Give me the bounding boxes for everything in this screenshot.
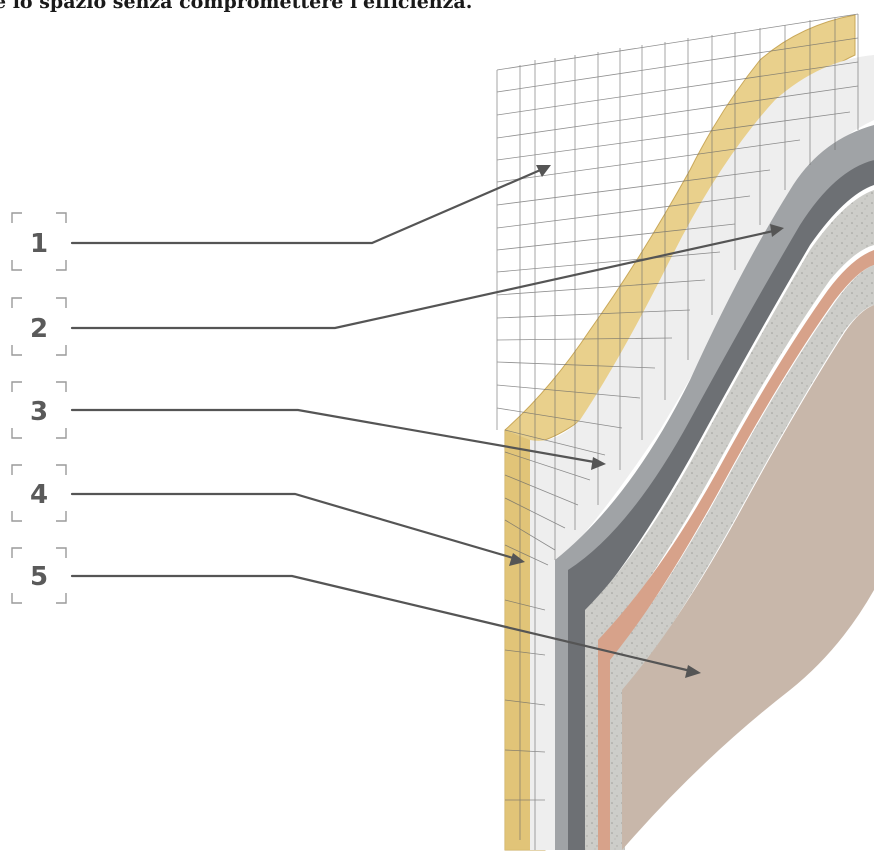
label-4: 4 (30, 480, 48, 510)
label-bracket-1 (11, 212, 67, 271)
label-1: 1 (30, 229, 48, 259)
plaster-layer (530, 55, 874, 850)
label-bracket-4 (11, 464, 67, 522)
leader-arrow-2 (70, 224, 784, 330)
label-bracket-5 (11, 547, 67, 604)
wire-mesh (496, 13, 859, 850)
label-2: 2 (30, 314, 48, 344)
label-bracket-2 (11, 297, 67, 356)
wall-section (504, 14, 874, 851)
caption-text: e lo spazio senza compromettere l'effici… (0, 0, 473, 13)
leader-arrow-3 (70, 408, 606, 470)
insulation-front-edge (505, 430, 530, 850)
finish-surface (622, 305, 874, 850)
leader-arrow-4 (70, 492, 525, 566)
inner-speckled-layer (610, 265, 874, 850)
label-5: 5 (30, 562, 48, 592)
speckled-layer (585, 190, 874, 850)
label-3: 3 (30, 397, 48, 427)
leader-arrow-1 (70, 165, 551, 245)
label-bracket-3 (11, 381, 67, 439)
leader-arrow-5 (70, 574, 701, 678)
